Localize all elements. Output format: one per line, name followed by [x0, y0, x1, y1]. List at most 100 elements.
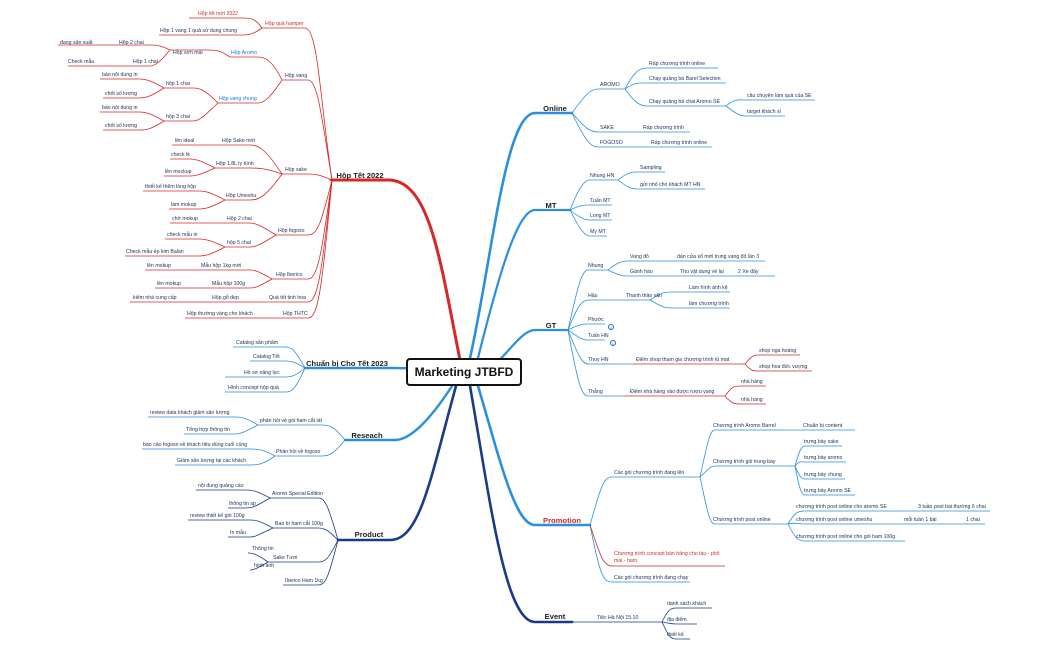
node-cac-goi-dang-len[interactable]: Các gói chương trình đang lên — [614, 469, 685, 476]
node-diem-shop[interactable]: Điểm shop tham gia chương trình tủ mat — [636, 356, 730, 363]
node-hop-sake-moi[interactable]: Hộp Sake mới — [222, 137, 256, 144]
node-cac-goi-dang-chay[interactable]: Các gói chương trình đang chạy — [614, 574, 689, 581]
node-hop-iberico[interactable]: Hộp Iberico — [276, 271, 303, 278]
node-chay-barrel[interactable]: Chạy quảng bá Barel Selection — [649, 75, 721, 82]
node-tb-sake[interactable]: trưng bày sake — [804, 438, 839, 445]
node-hop-sake[interactable]: Hộp sake — [285, 166, 307, 173]
branch-chuan-bi-tet[interactable]: Chuẩn bị Cho Tết 2023 — [306, 359, 388, 369]
node-shop-hoa-duc-vuong[interactable]: shop hoa đức vượng — [759, 363, 808, 370]
node-post-aromo-se[interactable]: chương trình post online cho aromo SE — [796, 503, 887, 510]
node-iberico-ham[interactable]: Iberico Ham 1kg — [285, 577, 323, 584]
node-tong-hop[interactable]: Tổng hợp thông tin — [186, 426, 230, 433]
node-lam-chuong-trinh[interactable]: làm chương trình — [689, 300, 729, 307]
node-sake[interactable]: SAKE — [600, 124, 614, 131]
node-goi-nho[interactable]: gửi nhỏ cho khách MT HN — [640, 181, 701, 188]
node-check-tk[interactable]: check tk — [171, 151, 191, 158]
node-len-mokup-c[interactable]: lên mokup — [157, 280, 181, 287]
node-chuan-bi-content[interactable]: Chuẩn bị content — [803, 422, 843, 429]
node-vang-do[interactable]: Vang đỏ — [630, 253, 649, 260]
node-ho-so-nang-luc[interactable]: Hồ sơ năng lực — [244, 369, 280, 376]
node-hinh-anh[interactable]: hình ảnh — [254, 562, 275, 569]
node-ganh-hao[interactable]: Gành hào — [630, 268, 653, 275]
node-chot-so-luong-b[interactable]: chốt số lượng — [105, 122, 137, 129]
node-hop-thuong-vang[interactable]: Hộp thường vàng cho khách — [187, 310, 253, 317]
node-post-ham[interactable]: chương trình post online cho gói ham 100… — [796, 533, 896, 540]
node-review-data[interactable]: review data khách giảm sản lượng — [150, 409, 230, 416]
node-hai-xe-day[interactable]: 2 Xe đẩy — [738, 268, 759, 275]
node-tb-aromo-se[interactable]: trưng bày Aromo SE — [804, 487, 852, 494]
node-len-mockup[interactable]: lên mockup — [165, 168, 192, 175]
notes-count-badge[interactable]: 1 — [610, 340, 616, 346]
node-sampling[interactable]: Sampling — [640, 164, 662, 171]
node-len-mokup-b[interactable]: lên mokup — [147, 262, 171, 269]
node-ct-concept-ban-hang[interactable]: Chương trình concept bán hàng cho tàu - … — [614, 550, 720, 564]
node-nha-hang-a[interactable]: nhà hàng — [741, 378, 763, 385]
node-kiem-ncc[interactable]: kiếm nhà cung cấp — [133, 294, 177, 301]
branch-research[interactable]: Reseach — [351, 431, 383, 441]
branch-promotion[interactable]: Promotion — [543, 516, 581, 526]
node-aromo[interactable]: AROMO — [600, 81, 620, 88]
node-hinh-concept[interactable]: Hình concept hộp quà — [228, 384, 279, 391]
node-hop-son-mai[interactable]: Hộp sơn mài — [173, 49, 203, 56]
node-phan-hoi-ham[interactable]: phản hồi về gói ham cắt lát — [260, 417, 323, 424]
node-mot-chai[interactable]: 1 chai — [966, 516, 980, 523]
node-long-mt[interactable]: Long MT — [590, 212, 611, 219]
node-fogoso[interactable]: FOGOSO — [600, 139, 623, 146]
node-tb-aromo[interactable]: trưng bày aromo — [804, 454, 843, 461]
node-cau-chuyen[interactable]: câu chuyện làm quà của SE — [747, 92, 812, 99]
node-hop-18l[interactable]: Hộp 1.8L ly bình — [216, 160, 254, 167]
branch-mt[interactable]: MT — [545, 201, 557, 211]
node-thong-tin-sp[interactable]: thông tin sp — [229, 500, 256, 507]
node-lam-mokup[interactable]: làm mokup — [171, 201, 197, 208]
node-hop-umeshu[interactable]: Hộp Umeshu — [226, 192, 257, 199]
branch-event[interactable]: Event — [544, 612, 566, 622]
node-tuan-hn[interactable]: Tuấn HN — [588, 332, 609, 339]
node-thiet-ke-long-hop[interactable]: thiết kế thêm lòng hộp — [145, 183, 197, 190]
node-post-umeshu[interactable]: chương trình post online umeshu — [796, 516, 873, 523]
node-noi-dung-qc[interactable]: nội dung quảng cáo — [198, 482, 244, 489]
node-hop-fogoso[interactable]: Hộp fogoso — [278, 227, 305, 234]
node-giam-san-luong[interactable]: Giảm sản lượng tại các khách — [177, 457, 247, 464]
branch-product[interactable]: Product — [354, 530, 384, 540]
node-mau-hop-100g[interactable]: Mẫu hộp 100g — [212, 280, 246, 287]
node-hop-vang[interactable]: Hộp vang — [285, 72, 308, 79]
node-target-khach[interactable]: target khách sỉ — [747, 108, 781, 115]
node-cho-mokup[interactable]: chờ mokup — [172, 215, 198, 222]
node-thong-tin[interactable]: Thông tin — [252, 545, 274, 552]
node-check-mau[interactable]: Check mẫu — [68, 58, 95, 65]
node-tb-chung[interactable]: trưng bày chung — [804, 471, 842, 478]
node-chay-aromo-se[interactable]: Chạy quảng bá chai Aromo SE — [649, 98, 720, 105]
node-sake-tuoi[interactable]: Sake Tươi — [273, 554, 298, 561]
branch-gt[interactable]: GT — [545, 321, 557, 331]
node-rap-online-a[interactable]: Ráp chương trình online — [649, 60, 706, 67]
node-dan-cua-so[interactable]: dán cửa sổ mới trung vang đỏ lần 3 — [677, 253, 760, 260]
node-chot-so-luong[interactable]: chốt số lượng — [105, 90, 137, 97]
node-thang[interactable]: Thắng — [588, 388, 603, 395]
node-thu-vat-dung[interactable]: Thu vật dụng về lại — [680, 268, 724, 275]
node-nha-hang-b[interactable]: nhà hàng — [741, 396, 763, 403]
node-ct-aromo-barrel[interactable]: Chương trình Aromo Barrel — [713, 422, 776, 429]
node-in-mau[interactable]: In mẫu — [230, 529, 246, 536]
node-check-mau-ep-kim[interactable]: Check mẫu ép kim Balan — [126, 248, 184, 255]
node-ba-tuan[interactable]: 3 tuần post bài thường 6 chai — [918, 503, 986, 510]
node-thiet-ke[interactable]: thiết kế — [667, 631, 684, 638]
node-hop-1-vang[interactable]: Hộp 1 vang 1 quả sử dụng chung — [160, 27, 238, 34]
branch-hop-tet-2022[interactable]: Hộp Tết 2022 — [336, 171, 384, 181]
node-hop-1-chai[interactable]: Hộp 1 chai — [133, 58, 158, 65]
node-phuoc[interactable]: Phước — [588, 316, 604, 323]
node-danh-sach-khach[interactable]: danh sách khách — [667, 600, 707, 607]
node-len-ideal[interactable]: lên ideal — [175, 137, 195, 144]
node-hop-tet-moi-2022[interactable]: Hộp tết mới 2022 — [198, 10, 239, 17]
node-nhung-hn[interactable]: Nhung HN — [590, 172, 615, 179]
node-nhung[interactable]: Nhung — [588, 262, 604, 269]
node-review-tk[interactable]: review thiết kế gói 100g — [190, 512, 245, 519]
node-shop-nga-hoang[interactable]: shop nga hoàng — [759, 347, 797, 354]
node-ct-post-online[interactable]: Chương trình post online — [713, 516, 771, 523]
node-thanh-thao-van[interactable]: Thanh thảo văn — [626, 292, 663, 299]
branch-online[interactable]: Online — [543, 104, 567, 114]
node-rap-ct[interactable]: Ráp chương trình — [643, 124, 684, 131]
node-catalog-san-pham[interactable]: Catalog sản phẩm — [236, 339, 279, 346]
node-hop-go-dep[interactable]: Hộp gỗ đẹp — [212, 294, 239, 301]
node-hop-3-chai[interactable]: hộp 3 chai — [166, 113, 190, 120]
node-phan-hoi-fogoso[interactable]: Phản hồi về fogoso — [276, 448, 321, 455]
